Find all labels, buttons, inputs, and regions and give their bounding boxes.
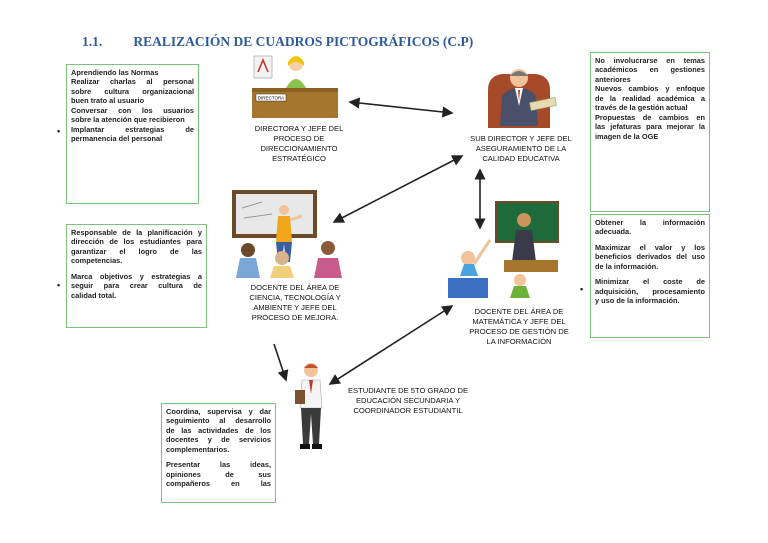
- arrow-estudiante-matematica: [328, 305, 454, 385]
- box-line: buen trato al usuario: [71, 96, 145, 106]
- role-label-directora: DIRECTORA Y JEFE DEL PROCESO DE DIRECCIO…: [238, 124, 360, 163]
- box-line: garantizar el logro de las: [71, 246, 202, 256]
- box-line: Maximizar el valor y los: [595, 242, 705, 252]
- role-label-matematica: DOCENTE DEL ÁREA DE MATEMÁTICA Y JEFE DE…: [454, 307, 584, 346]
- box-line: de la información.: [595, 261, 659, 271]
- role-line: DOCENTE DEL ÁREA DE: [250, 283, 340, 292]
- role-line: DOCENTE DEL ÁREA DE: [474, 307, 564, 316]
- role-line: COORDINADOR ESTUDIANTIL: [353, 405, 463, 415]
- box-line: Realizar charlas al personal: [71, 77, 194, 87]
- box-line: seguir para crear cultura de: [71, 281, 202, 291]
- role-line: MATEMÁTICA Y JEFE DEL: [472, 316, 566, 326]
- role-line: DIRECTORA Y JEFE DEL: [254, 124, 344, 133]
- box-line: beneficios derivados del uso: [595, 252, 705, 262]
- arrow-ciencia-estudiante: [273, 343, 289, 382]
- role-line: ESTRATÉGICO: [272, 153, 326, 163]
- box-line: académicos en gestiones: [595, 65, 705, 75]
- bullet-marker: •: [580, 284, 584, 294]
- box-line: calidad total.: [71, 290, 117, 300]
- box-line: dirección de los estudiantes para: [71, 237, 202, 247]
- box-directora-actions: Aprendiendo las Normas Realizar charlas …: [66, 64, 199, 204]
- box-line: de las actividades de los: [166, 425, 271, 435]
- role-label-estudiante: ESTUDIANTE DE 5TO GRADO DE EDUCACIÓN SEC…: [334, 386, 482, 416]
- box-line: No involucrarse en temas: [595, 56, 705, 65]
- box-subdirector-actions: No involucrarse en temas académicos en g…: [590, 52, 710, 212]
- box-line: docentes y de servicios: [166, 435, 271, 445]
- box-line: Implantar estrategias de: [71, 124, 194, 134]
- box-line: Obtener la información: [595, 218, 705, 227]
- math-classroom-illustration: [448, 201, 559, 298]
- box-line: y uso de la información.: [595, 296, 680, 306]
- teacher-classroom-illustration: [232, 190, 342, 278]
- box-line: competencias.: [71, 256, 123, 266]
- box-line: través de la gestión actual: [595, 103, 688, 113]
- box-line: Propuestas de cambios en: [595, 112, 705, 122]
- box-line: imagen de la OGE: [595, 131, 659, 141]
- role-line: CALIDAD EDUCATIVA: [482, 153, 560, 163]
- box-estudiante-actions: Coordina, supervisa y dar seguimiento al…: [161, 403, 276, 503]
- box-line: Minimizar el coste de: [595, 277, 705, 287]
- page-heading: 1.1. REALIZACIÓN DE CUADROS PICTOGRÁFICO…: [82, 34, 473, 50]
- box-line: Presentar las ideas,: [166, 460, 271, 470]
- role-line: CIENCIA, TECNOLOGÍA Y: [249, 292, 341, 302]
- box-matematica-actions: Obtener la información adecuada. Maximiz…: [590, 214, 710, 338]
- box-line: Marca objetivos y estrategias a: [71, 271, 202, 281]
- box-line: sobre cultura organizacional: [71, 86, 194, 96]
- desk-sign-text: DIRECTORA: [258, 96, 284, 101]
- box-line: seguimiento al desarrollo: [166, 416, 271, 426]
- arrow-subdirector-ciencia: [332, 155, 464, 223]
- box-line: complementarios.: [166, 444, 230, 454]
- arrow-directora-subdirector: [348, 97, 454, 118]
- box-line: permanencia del personal: [71, 134, 163, 144]
- box-line: compañeros en las: [166, 479, 271, 489]
- box-line: Nuevos cambios y enfoque: [595, 84, 705, 94]
- box-line: las jefaturas para mejorar la: [595, 122, 705, 132]
- role-label-subdirector: SUB DIRECTOR Y JEFE DEL ASEGURAMIENTO DE…: [452, 134, 590, 164]
- box-line: Coordina, supervisa y dar: [166, 407, 271, 416]
- role-line: DIRECCIONAMIENTO: [260, 143, 338, 153]
- bullet-marker: •: [57, 280, 61, 290]
- heading-number: 1.1.: [82, 34, 103, 49]
- box-line: Conversar con los usuarios: [71, 105, 194, 115]
- box-line: de la realidad académica a: [595, 93, 705, 103]
- box-line: opiniones de sus: [166, 469, 271, 479]
- role-line: EDUCACIÓN SECUNDARIA Y: [355, 395, 461, 405]
- box-line: adecuada.: [595, 227, 632, 237]
- role-line: PROCESO DE MEJORA.: [251, 312, 339, 322]
- bullet-marker: •: [57, 126, 61, 136]
- student-illustration: [295, 363, 323, 449]
- role-line: SUB DIRECTOR Y JEFE DEL: [470, 134, 572, 143]
- role-line: ESTUDIANTE DE 5TO GRADO DE: [347, 386, 469, 395]
- box-line: sobre la atención que recibieron: [71, 115, 185, 125]
- role-line: PROCESO DE: [273, 133, 325, 143]
- role-line: PROCESO DE GESTIÓN DE: [469, 326, 569, 336]
- box-line: anteriores: [595, 74, 631, 84]
- box-line: Responsable de la planificación y: [71, 228, 202, 237]
- role-line: AMBIENTE Y JEFE DEL: [253, 302, 337, 312]
- role-line: LA INFORMACIÓN: [486, 336, 552, 346]
- role-line: ASEGURAMIENTO DE LA: [475, 143, 567, 153]
- role-label-ciencia: DOCENTE DEL ÁREA DE CIENCIA, TECNOLOGÍA …: [234, 283, 356, 322]
- box-ciencia-actions: Responsable de la planificación y direcc…: [66, 224, 207, 328]
- box-line: adquisición, procesamiento: [595, 286, 705, 296]
- directora-illustration: DIRECTORA: [250, 52, 340, 120]
- box-line: Aprendiendo las Normas: [71, 68, 159, 77]
- heading-title: REALIZACIÓN DE CUADROS PICTOGRÁFICOS (C.…: [133, 34, 474, 49]
- subdirector-illustration: [488, 69, 557, 128]
